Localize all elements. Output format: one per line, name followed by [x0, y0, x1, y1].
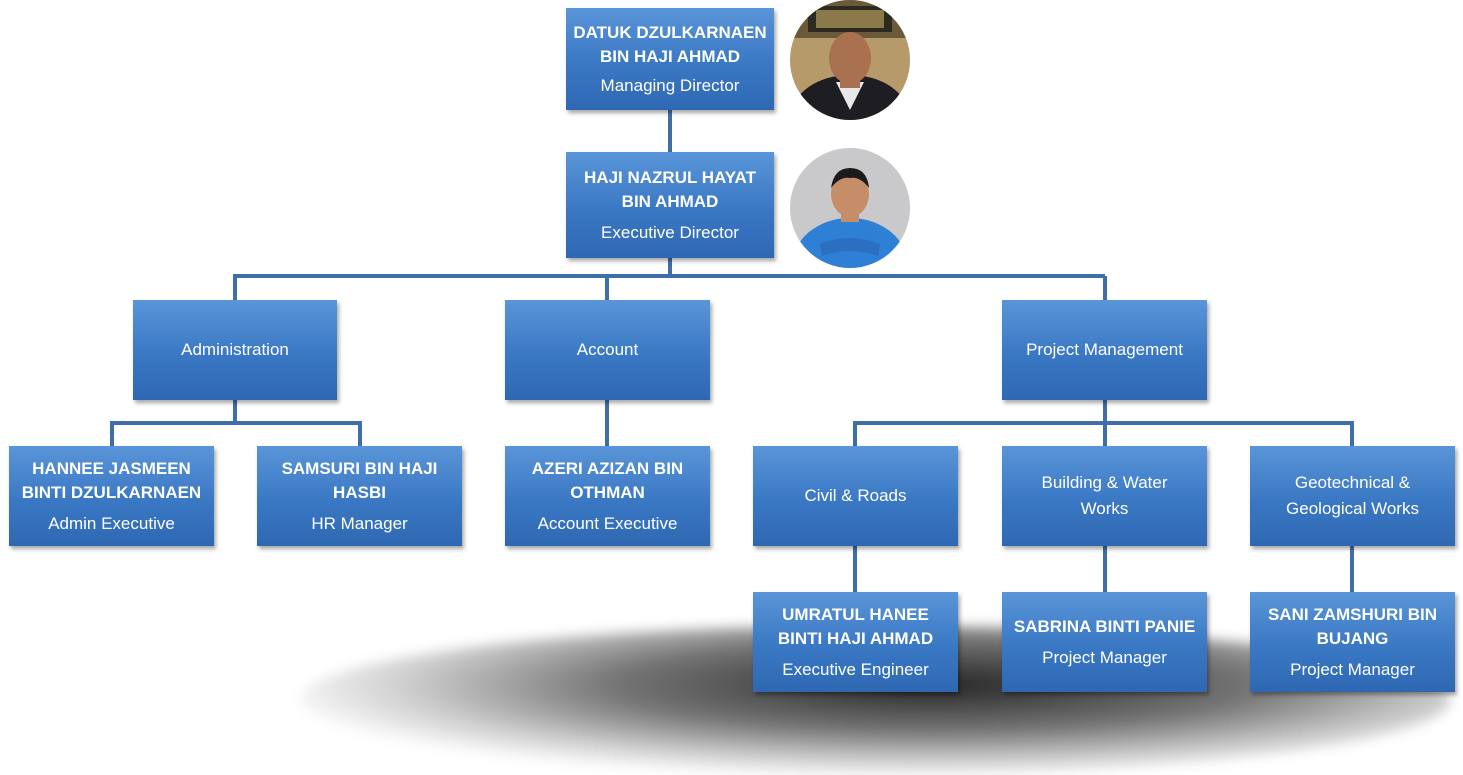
unit-geotechnical: Geotechnical & Geological Works	[1250, 446, 1455, 546]
executive-director-card: HAJI NAZRUL HAYAT BIN AHMAD Executive Di…	[566, 152, 774, 258]
department-project-management: Project Management	[1002, 300, 1207, 400]
unit-civil-roads: Civil & Roads	[753, 446, 958, 546]
building-project-manager-card: SABRINA BINTI PANIE Project Manager	[1002, 592, 1207, 692]
building-project-manager-name: SABRINA BINTI PANIE	[1013, 617, 1196, 636]
department-account-label: Account	[576, 340, 639, 359]
geotechnical-project-manager-role: Project Manager	[1290, 660, 1415, 679]
admin-executive-card: HANNEE JASMEEN BINTI DZULKARNAEN Admin E…	[9, 446, 214, 546]
managing-director-role: Managing Director	[600, 76, 740, 95]
geotechnical-project-manager-card: SANI ZAMSHURI BIN BUJANG Project Manager	[1250, 592, 1455, 692]
account-executive-card: AZERI AZIZAN BIN OTHMAN Account Executiv…	[505, 446, 710, 546]
org-connectors	[110, 110, 1354, 592]
account-executive-role: Account Executive	[537, 514, 678, 533]
unit-building-water-label: Building & Water Works	[1041, 473, 1168, 518]
department-administration-label: Administration	[181, 340, 289, 359]
admin-executive-name: HANNEE JASMEEN BINTI DZULKARNAEN	[21, 459, 202, 502]
department-administration: Administration	[133, 300, 337, 400]
executive-engineer-role: Executive Engineer	[782, 660, 929, 679]
department-project-management-label: Project Management	[1026, 340, 1183, 359]
admin-executive-role: Admin Executive	[48, 514, 175, 533]
executive-director-photo	[790, 148, 910, 268]
hr-manager-name: SAMSURI BIN HAJI HASBI	[281, 459, 438, 502]
account-executive-name: AZERI AZIZAN BIN OTHMAN	[531, 459, 684, 502]
unit-geotechnical-label: Geotechnical & Geological Works	[1286, 473, 1419, 518]
managing-director-card: DATUK DZULKARNAEN BIN HAJI AHMAD Managin…	[566, 8, 774, 110]
hr-manager-card: SAMSURI BIN HAJI HASBI HR Manager	[257, 446, 462, 546]
building-project-manager-role: Project Manager	[1042, 648, 1167, 667]
executive-director-name: HAJI NAZRUL HAYAT BIN AHMAD	[584, 168, 756, 211]
managing-director-name: DATUK DZULKARNAEN BIN HAJI AHMAD	[573, 23, 767, 66]
executive-director-role: Executive Director	[601, 223, 739, 242]
hr-manager-role: HR Manager	[311, 514, 408, 533]
geotechnical-project-manager-name: SANI ZAMSHURI BIN BUJANG	[1267, 605, 1438, 648]
executive-engineer-name: UMRATUL HANEE BINTI HAJI AHMAD	[777, 605, 934, 648]
department-account: Account	[505, 300, 710, 400]
executive-engineer-card: UMRATUL HANEE BINTI HAJI AHMAD Executive…	[753, 592, 958, 692]
unit-civil-roads-label: Civil & Roads	[804, 486, 907, 505]
managing-director-photo	[790, 0, 910, 120]
unit-building-water: Building & Water Works	[1002, 446, 1207, 546]
